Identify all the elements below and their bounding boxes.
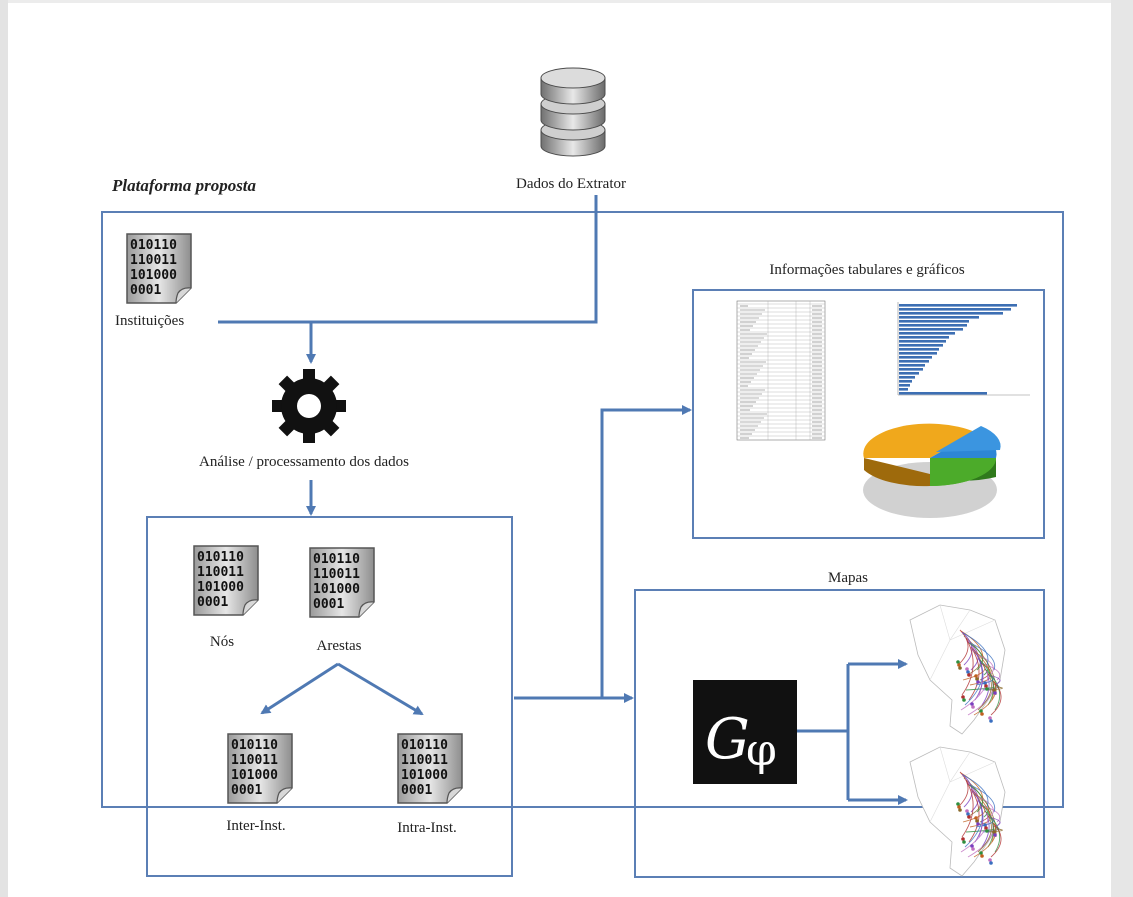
maps-frame bbox=[634, 589, 1045, 878]
gephi-logo: G φ bbox=[693, 680, 797, 784]
institutions-binary-file-icon bbox=[126, 233, 192, 304]
edges-output-frame bbox=[146, 516, 513, 877]
maps-label: Mapas bbox=[828, 570, 868, 586]
gear-icon bbox=[272, 369, 346, 443]
connectors bbox=[218, 195, 908, 805]
platform-title: Plataforma proposta bbox=[112, 176, 257, 195]
database-icon bbox=[540, 67, 606, 157]
network-map-thumbnail-bottom bbox=[909, 746, 1006, 877]
edges-label: Arestas bbox=[316, 638, 362, 654]
inter-inst-label: Inter-Inst. bbox=[226, 818, 286, 834]
pie-chart-thumbnail bbox=[863, 423, 1001, 518]
institutions-label: Instituições bbox=[115, 313, 185, 329]
intra-inst-binary-file-icon bbox=[397, 733, 463, 804]
table-thumbnail bbox=[736, 300, 826, 441]
tabular-label: Informações tabulares e gráficos bbox=[769, 262, 965, 278]
edges-binary-file-icon bbox=[309, 547, 375, 618]
inter-inst-binary-file-icon bbox=[227, 733, 293, 804]
intra-inst-label: Intra-Inst. bbox=[397, 820, 457, 836]
tabular-frame bbox=[692, 289, 1045, 539]
svg-text:G: G bbox=[705, 707, 750, 772]
bar-chart-thumbnail bbox=[897, 302, 1030, 396]
processing-label: Análise / processamento dos dados bbox=[199, 454, 409, 470]
nodes-binary-file-icon bbox=[193, 545, 259, 616]
database-label: Dados do Extrator bbox=[516, 176, 626, 192]
network-map-thumbnail-top bbox=[909, 604, 1006, 735]
platform-frame bbox=[101, 211, 1064, 808]
svg-text:φ: φ bbox=[746, 725, 777, 776]
nodes-label: Nós bbox=[209, 634, 235, 650]
